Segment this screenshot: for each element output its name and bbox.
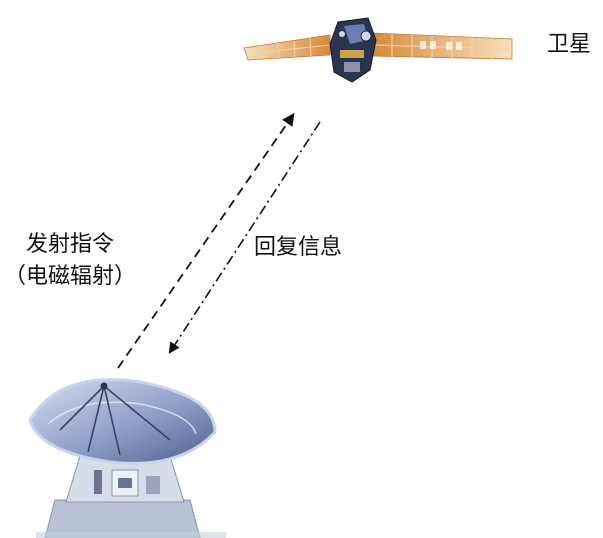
satellite-label: 卫星 — [547, 32, 592, 57]
reply-info-label: 回复信息 — [254, 235, 343, 260]
command-label: 发射指令 — [26, 232, 115, 257]
satellite-icon — [243, 17, 513, 83]
uplink-arrow — [117, 112, 295, 369]
electromagnetic-radiation-label: （电磁辐射） — [4, 264, 137, 289]
downlink-arrow — [168, 121, 321, 354]
ground-antenna-icon — [28, 378, 226, 538]
